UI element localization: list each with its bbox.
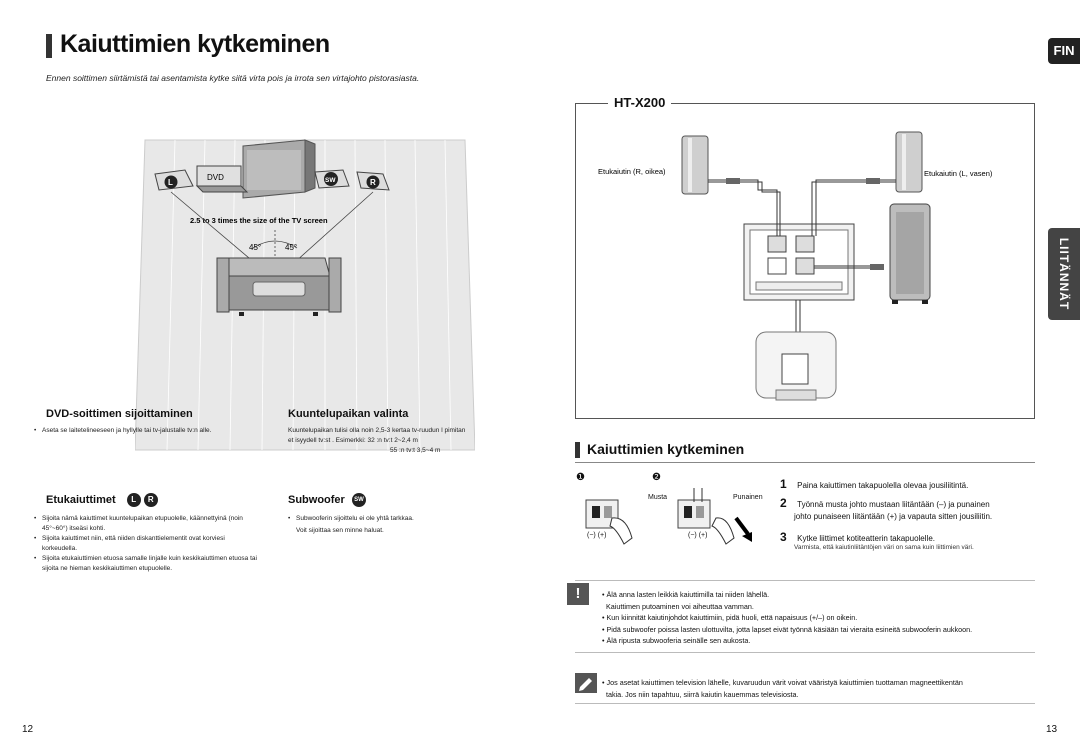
subwoofer-list: Subwooferin sijoittelu ei ole yhtä tarkk…: [288, 514, 518, 524]
step-text: Työnnä musta johto mustaan liitäntään (–…: [797, 500, 990, 509]
front-speakers-list: Sijoita nämä kaiuttimet kuuntelupaikan e…: [34, 514, 259, 574]
front-speakers-title: Etukaiuttimet: [46, 493, 116, 506]
front-left-speaker: L: [154, 169, 194, 191]
heading-divider: [575, 462, 1035, 463]
l-badge: L: [168, 178, 173, 187]
terminal-figure-1: [585, 499, 633, 545]
front-left-label: Etukaiutin (L, vasen): [924, 169, 993, 178]
red-wire-label: Punainen: [733, 494, 763, 501]
black-wire-label: Musta: [648, 494, 668, 501]
subwoofer-title: Subwoofer: [288, 493, 345, 506]
wire-plug: [726, 178, 740, 184]
dvd-placement-heading: DVD-soittimen sijoittaminen: [46, 408, 193, 420]
list-item: Sijoita etukaiuttimien etuosa samalle li…: [34, 554, 259, 574]
note-item: • Jos asetat kaiuttimen television lähel…: [602, 678, 963, 687]
step-3-note: Varmista, että kaiutinliitäntöjen väri o…: [794, 544, 974, 551]
distance-label: 2.5 to 3 times the size of the TV screen: [190, 216, 328, 225]
list-item: Sijoita nämä kaiuttimet kuuntelupaikan e…: [34, 514, 259, 534]
sw-badge: SW: [351, 493, 366, 507]
angle-left-label: 45°: [249, 243, 261, 252]
room-layout-illustration: DVD L SW R 2.5 to 3 times the size of th…: [135, 139, 475, 451]
main-unit-rear: [755, 331, 837, 401]
listening-text-line: 55 :n tv:t 3,5~4 m: [390, 447, 441, 454]
page-number-left: 12: [22, 724, 34, 735]
front-right-speaker: R: [356, 171, 390, 191]
subwoofer-text: Voit sijoittaa sen minne haluat.: [296, 527, 384, 534]
figure-2-number: ❷: [652, 472, 661, 483]
page-subtitle: Ennen soittimen siirtämistä tai asentami…: [46, 73, 420, 83]
model-label: HT-X200: [608, 95, 672, 110]
polarity-label-2: (−) (+): [688, 532, 708, 539]
section-tab-label: LIITÄNNÄT: [1057, 237, 1072, 311]
l-badge: L: [126, 493, 141, 507]
warning-item: • Kun kiinnität kaiutinjohdot kaiuttimii…: [602, 613, 858, 622]
dvd-player: DVD: [195, 165, 249, 193]
list-item: Sijoita kaiuttimet niin, että niiden dis…: [34, 534, 259, 554]
dvd-label: DVD: [207, 173, 224, 182]
front-right-label: Etukaiutin (R, oikea): [598, 167, 666, 176]
warning-bottom-divider: [575, 652, 1035, 653]
step-text: Kytke liittimet kotiteatterin takapuolel…: [797, 534, 935, 543]
step-2: 2 Työnnä musta johto mustaan liitäntään …: [780, 494, 990, 512]
page-title: Kaiuttimien kytkeminen: [60, 30, 330, 58]
listening-text-line: Kuuntelupaikan tulisi olla noin 2,5-3 ke…: [288, 427, 466, 434]
subwoofer-speaker: SW: [314, 169, 350, 189]
front-speakers-heading: Etukaiuttimet L R: [46, 493, 158, 507]
figure-1-number: ❶: [576, 472, 585, 483]
warning-icon: !: [567, 583, 589, 605]
connect-heading: Kaiuttimien kytkeminen: [587, 441, 745, 457]
front-right-speaker-tower: [681, 135, 709, 195]
step-1: 1 Paina kaiuttimen takapuolella olevaa j…: [780, 475, 968, 493]
listening-text-line: et isyydell tv:st . Esimerkki: 32 :n tv:…: [288, 437, 418, 444]
sw-badge: SW: [325, 177, 336, 184]
wire-plug: [870, 264, 884, 270]
warning-top-divider: [575, 580, 1035, 581]
sofa: [216, 257, 342, 316]
r-badge: R: [370, 178, 376, 187]
listening-position-text: Kuuntelupaikan tulisi olla noin 2,5-3 ke…: [288, 426, 518, 456]
section-accent-bar: [575, 442, 580, 458]
list-item: Aseta se laitetelineeseen ja hyllylle ta…: [34, 426, 264, 436]
tv: [242, 139, 316, 199]
note-list: • Jos asetat kaiuttimen television lähel…: [602, 677, 1042, 700]
note-icon: [575, 673, 597, 693]
listening-position-heading: Kuuntelupaikan valinta: [288, 408, 409, 420]
step-text: Paina kaiuttimen takapuolella olevaa jou…: [797, 481, 969, 490]
title-accent-bar: [46, 34, 52, 58]
subwoofer-heading: Subwoofer SW: [288, 493, 366, 507]
note-divider: [575, 703, 1035, 704]
subwoofer-unit: [889, 203, 931, 304]
list-item: Subwooferin sijoittelu ei ole yhtä tarkk…: [288, 514, 518, 524]
rear-panel: [743, 223, 855, 301]
terminal-figure-2: [677, 488, 752, 545]
dvd-placement-list: Aseta se laitetelineeseen ja hyllylle ta…: [34, 426, 264, 436]
step-number: 3: [780, 530, 787, 544]
angle-right-label: 45°: [285, 243, 297, 252]
connection-diagram: Etukaiutin (R, oikea) Etukaiutin (L, vas…: [598, 131, 993, 401]
section-tab: LIITÄNNÄT: [1048, 228, 1080, 320]
polarity-label-1: (−) (+): [587, 532, 607, 539]
warning-item: • Pidä subwoofer poissa lasten ulottuvil…: [602, 624, 973, 634]
step-number: 1: [780, 477, 787, 491]
wire-plug: [866, 178, 880, 184]
warning-item: Kaiuttimen putoaminen voi aiheuttaa vamm…: [602, 601, 754, 611]
language-tab: FIN: [1048, 38, 1080, 64]
note-item: takia. Jos niin tapahtuu, siirrä kaiutin…: [602, 689, 799, 699]
step-3: 3 Kytke liittimet kotiteatterin takapuol…: [780, 528, 935, 546]
terminal-illustration: [585, 488, 752, 545]
r-badge: R: [143, 493, 158, 507]
page-number-right: 13: [1046, 724, 1058, 735]
warning-item: • Älä anna lasten leikkiä kaiuttimilla t…: [602, 590, 770, 599]
warning-item: • Älä ripusta subwooferia seinälle sen a…: [602, 636, 751, 645]
warning-list: • Älä anna lasten leikkiä kaiuttimilla t…: [602, 589, 1042, 647]
step-2-text-cont: johto punaiseen liitäntään (+) ja vapaut…: [794, 512, 993, 521]
step-number: 2: [780, 496, 787, 510]
connection-diagram-box: [575, 103, 1035, 419]
front-left-speaker-tower: [895, 131, 923, 193]
